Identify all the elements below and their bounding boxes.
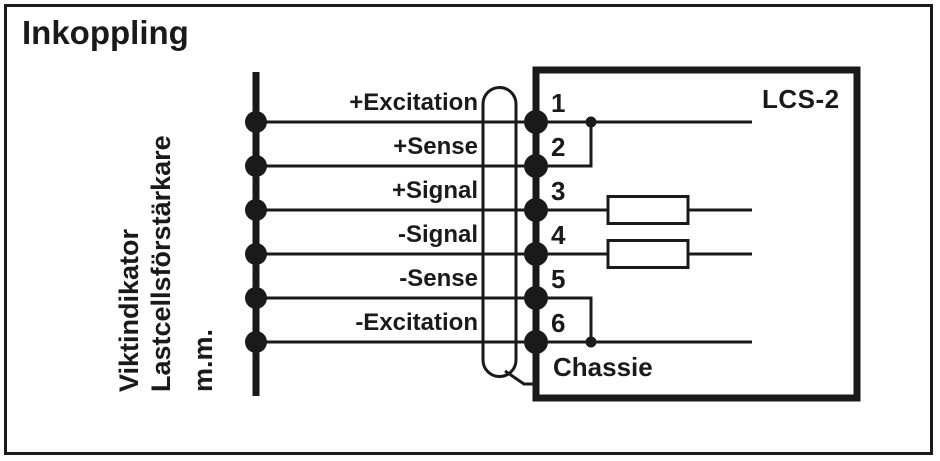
side-label-lastcellsforstarkare: Lastcellsförstärkare [146,135,176,392]
left-bus-junctions [245,111,267,353]
terminal-dot-1 [524,110,548,134]
side-label-viktindikator: Viktindikator [114,228,144,392]
side-label-mm: m.m. [188,328,218,392]
wire-label-excitation-minus: -Excitation [355,309,478,336]
internal-wire-5-link [536,296,593,342]
bus-dot-1 [245,111,267,133]
resistors [606,195,690,269]
terminal-number-4: 4 [551,220,566,250]
terminal-number-2: 2 [551,132,566,162]
bus-dot-4 [245,243,267,265]
terminal-number-1: 1 [551,88,566,118]
wire-label-sense-minus: -Sense [399,265,478,292]
shield-ground-tail [504,369,536,386]
wire-label-sense-plus: +Sense [393,133,478,160]
terminal-dot-4 [524,242,548,266]
chassis-label: Chassie [553,352,653,382]
bus-dot-3 [245,199,267,221]
terminal-number-3: 3 [551,176,566,206]
cable-shield [481,86,536,386]
resistor-signal-plus [606,195,690,225]
internal-dot-top [585,116,597,128]
internal-dot-bottom [585,336,597,348]
resistor-signal-minus [606,239,690,269]
bus-dot-2 [245,155,267,177]
outer-frame [4,4,933,455]
shield-outline [481,86,518,378]
internal-wire-2-link [536,122,593,168]
terminal-dot-6 [524,330,548,354]
wire-label-excitation-plus: +Excitation [349,89,478,116]
bus-dot-5 [245,287,267,309]
internal-junction-dots [585,116,597,348]
terminal-dot-5 [524,286,548,310]
terminal-number-6: 6 [551,308,566,338]
device-name-label: LCS-2 [762,84,840,114]
wire-label-signal-plus: +Signal [391,177,478,204]
wire-label-signal-minus: -Signal [397,221,478,248]
device-enclosure-lcs2 [532,66,861,402]
bus-dot-6 [245,331,267,353]
device-internal-wiring [536,120,752,344]
signal-wires [256,120,536,344]
terminal-dot-2 [524,154,548,178]
terminal-dot-3 [524,198,548,222]
terminal-junctions [524,110,548,354]
page-title: Inkoppling [22,14,189,51]
terminal-number-5: 5 [551,264,566,294]
